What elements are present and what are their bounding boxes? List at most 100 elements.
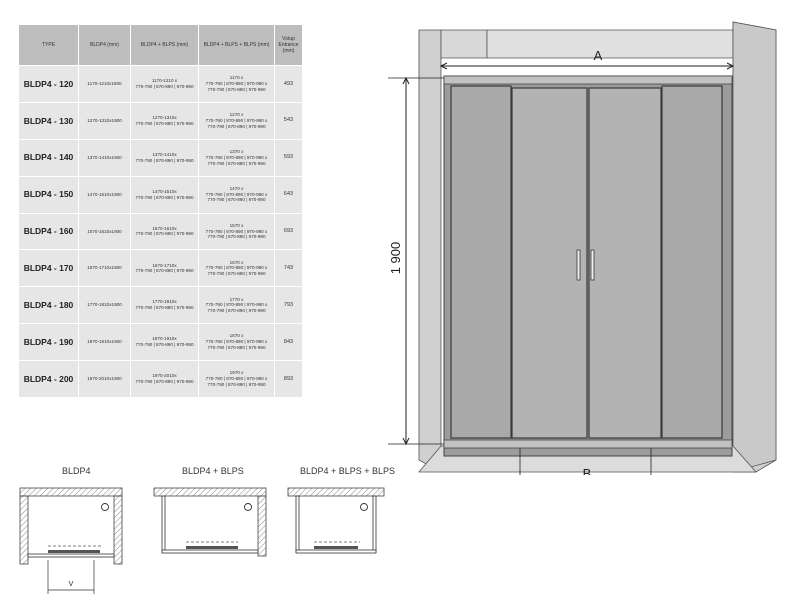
plan3-side-panel-left — [295, 495, 300, 553]
size-line: 770-790 | 870-890 | 970-990 — [135, 194, 194, 200]
entrance-cell: 493 — [274, 65, 303, 103]
size-line: 1670-1710x — [152, 262, 177, 268]
size-line: 770-790 | 870-890 | 970-990 x — [205, 191, 268, 197]
size-line: 1170-1210 x — [151, 78, 178, 84]
entrance-cell: 843 — [274, 323, 303, 361]
size-line: 1170 x — [229, 75, 244, 81]
size-line: 1370 x — [229, 149, 244, 155]
plan-title-bldp4: BLDP4 — [62, 466, 91, 476]
header-bldp4: BLDP4 (mm) — [78, 24, 131, 66]
handle-right — [590, 249, 595, 281]
type-cell: BLDP4 - 140 — [18, 138, 79, 177]
height-label: 1 900 — [388, 242, 403, 275]
plan3-wall-top — [287, 487, 385, 497]
bldp4-size-cell: 1870-1910x1900 — [78, 323, 131, 361]
bldp4-size-cell: 1770-1810x1900 — [78, 286, 131, 325]
size-line: 1970 x — [229, 370, 244, 376]
size-line: 770-790 | 870-890 | 970-990 — [207, 308, 266, 314]
plan2-door-track — [161, 549, 259, 554]
size-line: 1770 x — [229, 296, 244, 302]
plan3-door-slide-left — [314, 546, 336, 549]
bldp4-size-cell: 1370-1410x1900 — [78, 138, 131, 177]
size-line: 1670 x — [229, 259, 244, 265]
size-line: 770-790 | 870-890 | 970-990 — [207, 271, 266, 277]
panel-right-fixed — [661, 85, 723, 439]
type-cell: BLDP4 - 150 — [18, 175, 79, 214]
size-line: 1770-1810x — [152, 299, 177, 305]
size-line: 1370-1410x — [152, 151, 177, 157]
type-cell: BLDP4 - 130 — [18, 101, 79, 140]
plan2-side-panel — [161, 495, 166, 553]
panel-left-sliding — [511, 87, 588, 439]
size-line: 1570 x — [229, 222, 244, 228]
entrance-cell: 543 — [274, 101, 303, 140]
plan-wall-right — [113, 495, 123, 565]
plan-wall-top — [19, 487, 123, 497]
size-line: 1870-1910x — [152, 336, 177, 342]
bldp4-size-cell: 1170-1210x1900 — [78, 65, 131, 103]
size-line: 1470-1510x — [152, 188, 177, 194]
size-line: 770-790 | 870-890 | 970-990 — [207, 381, 266, 387]
panel-left-fixed — [450, 85, 512, 439]
header-type: TYPE — [18, 24, 79, 66]
bldp4-size-cell: 1470-1510x1900 — [78, 175, 131, 214]
size-line: 770-790 | 870-890 | 970-990 x — [205, 302, 268, 308]
size-line: 770-790 | 870-890 | 970-990 x — [205, 265, 268, 271]
size-line: 770-790 | 870-890 | 970-990 — [135, 379, 194, 384]
size-line: 770-790 | 870-890 | 970-990 — [135, 157, 194, 163]
size-line: 770-790 | 870-890 | 970-990 — [135, 268, 194, 274]
bottom-rail — [443, 439, 733, 449]
type-cell: BLDP4 - 190 — [18, 323, 79, 361]
spec-table: TYPE BLDP4 (mm) BLDP4 + BLPS (mm) BLDP4 … — [18, 24, 303, 398]
back-wall — [440, 29, 488, 59]
header-entrance: Vstup Entrance (mm) — [274, 24, 303, 66]
size-line: 770-790 | 870-890 | 970-990 — [207, 197, 266, 203]
entrance-cell: 743 — [274, 249, 303, 288]
size-line: 1570-1610x — [152, 225, 177, 231]
plan-door-slide-right — [74, 550, 100, 553]
drain-icon-3 — [360, 503, 368, 511]
shower-enclosure-drawing: A 1 900 B — [388, 21, 777, 475]
size-line: 1470 x — [229, 185, 244, 191]
plan-wall-left — [19, 495, 29, 565]
entrance-cell: 793 — [274, 286, 303, 325]
size-line: 770-790 | 870-890 | 970-990 — [135, 120, 194, 126]
bldp4-size-cell: 1670-1710x1900 — [78, 249, 131, 288]
entrance-cell: 593 — [274, 138, 303, 177]
size-line: 770-790 | 870-890 | 970-990 — [207, 86, 266, 92]
type-cell: BLDP4 - 160 — [18, 212, 79, 251]
bldp4-size-cell: 1270-1310x1900 — [78, 101, 131, 140]
size-line: 770-790 | 870-890 | 970-990 x — [205, 81, 268, 87]
size-line: 770-790 | 870-890 | 970-990 — [207, 344, 266, 350]
drain-icon — [101, 503, 109, 511]
plan2-door-slide-right — [212, 546, 238, 549]
drain-icon-2 — [244, 503, 252, 511]
size-line: 770-790 | 870-890 | 970-990 — [207, 160, 266, 166]
size-line: 770-790 | 870-890 | 970-990 — [207, 234, 266, 240]
size-line: 770-790 | 870-890 | 970-990 — [135, 83, 194, 89]
height-arrow-top — [402, 76, 410, 85]
height-arrow-bottom — [402, 437, 410, 446]
